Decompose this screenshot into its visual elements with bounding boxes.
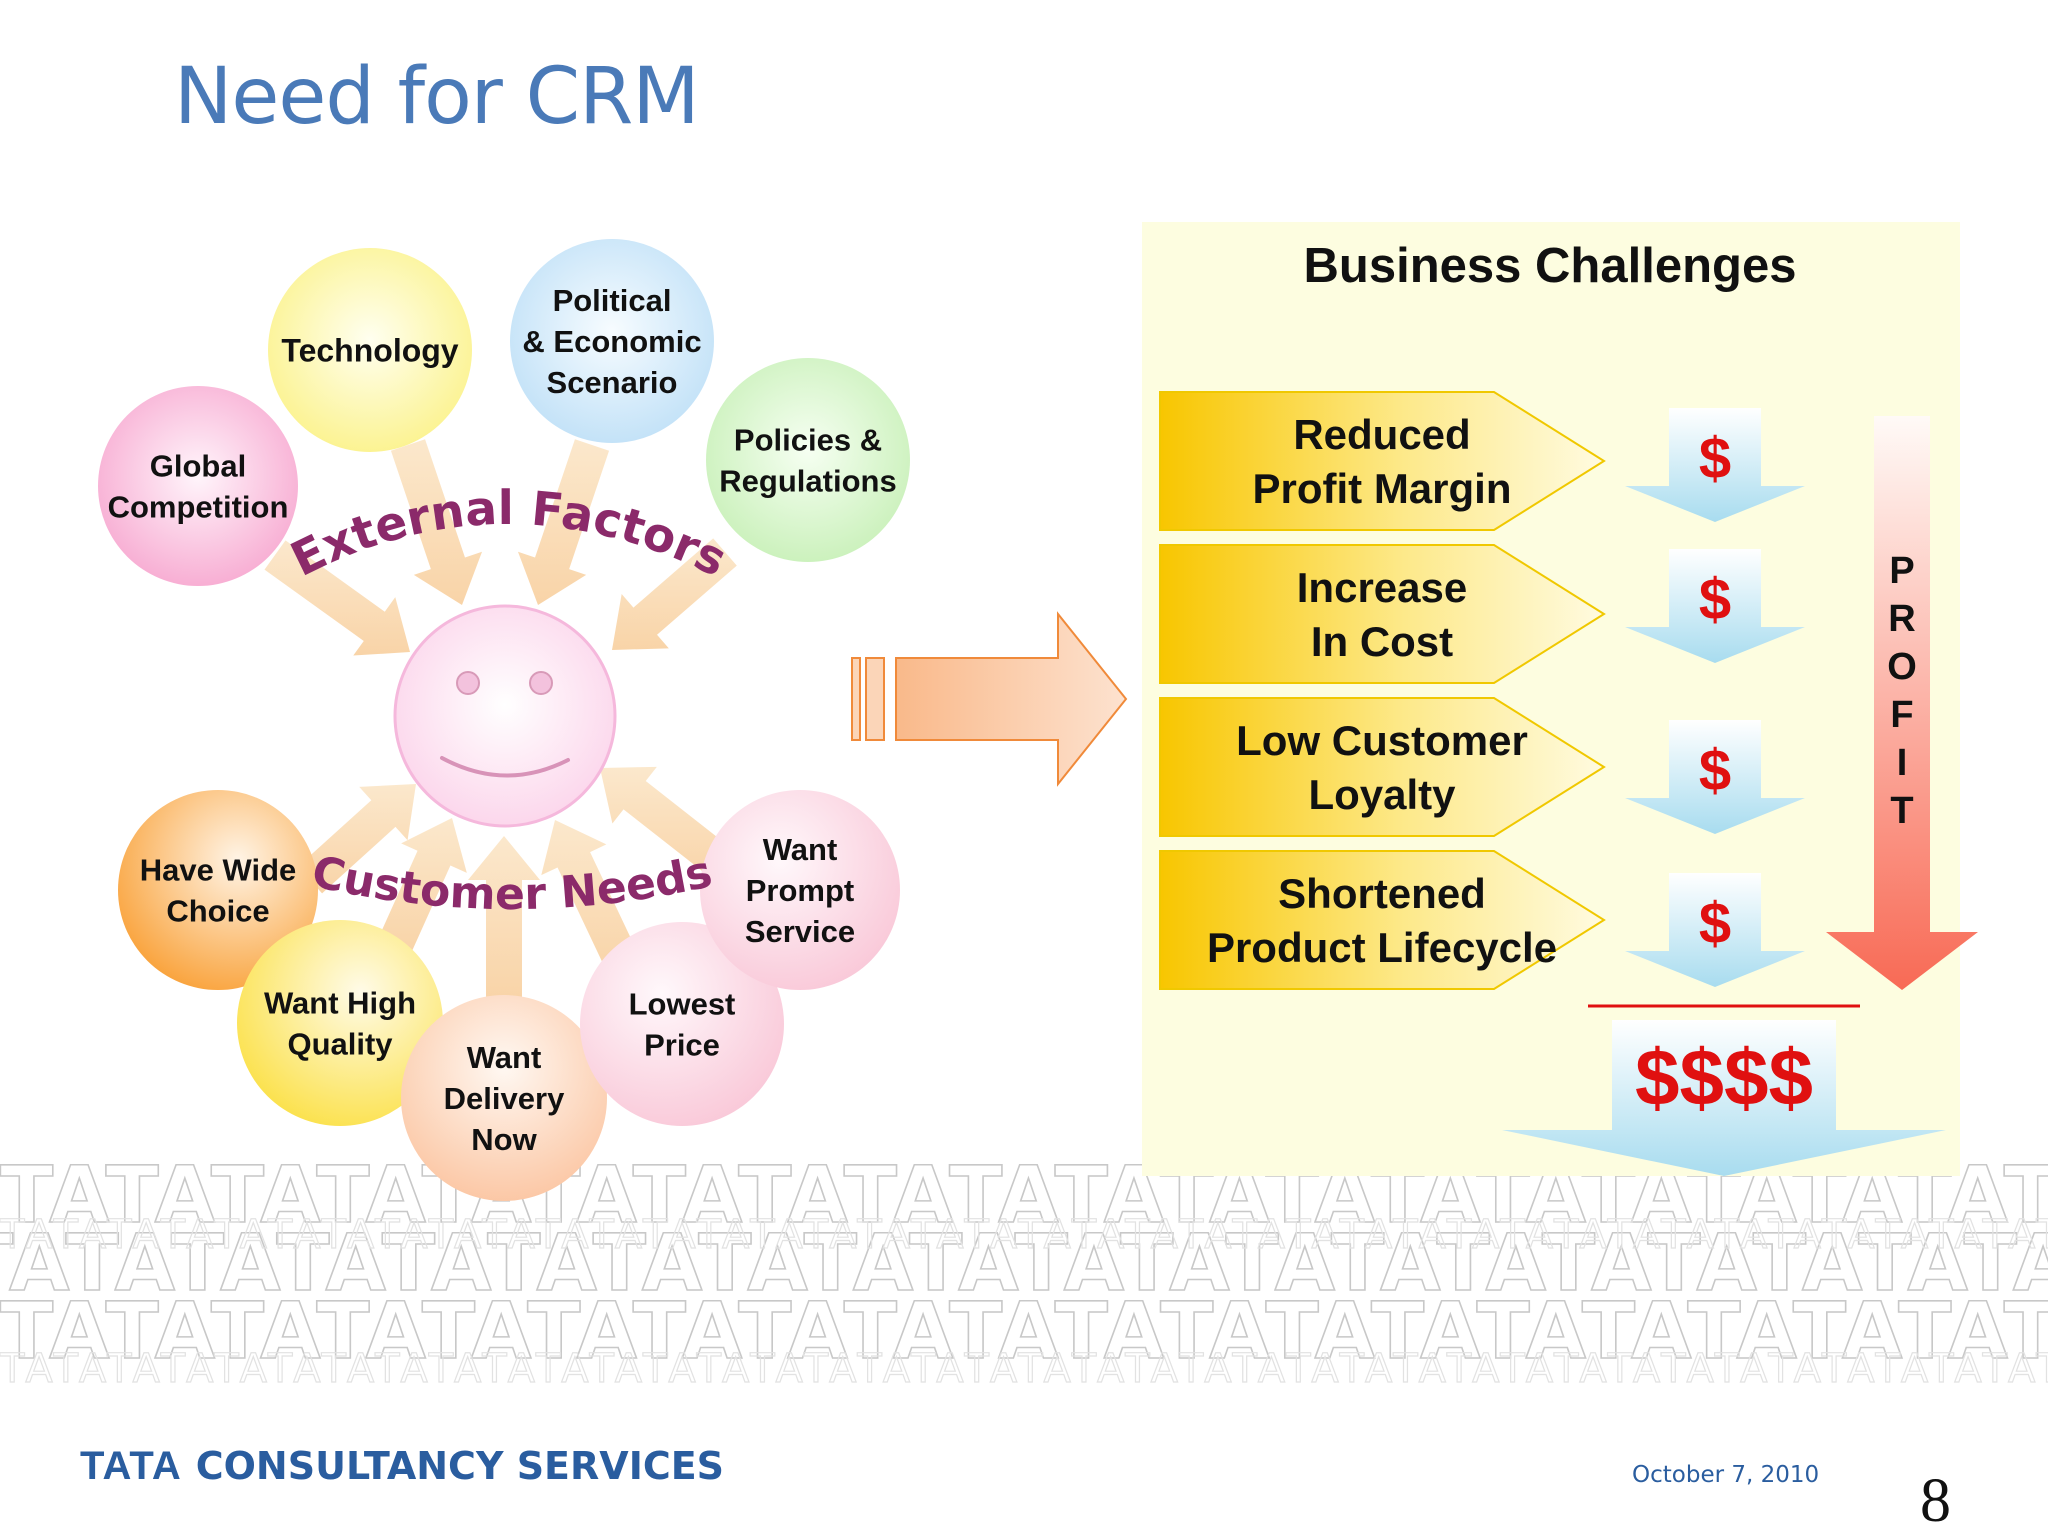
factor-arrow-icon (600, 766, 742, 885)
customer-need-label: Want (763, 832, 838, 867)
profit-letter: O (1887, 646, 1917, 688)
external-factor-label: Technology (281, 333, 458, 369)
customer-need-label: Delivery (444, 1081, 565, 1116)
customer-need-label: Service (745, 914, 855, 949)
factor-circle (98, 386, 298, 586)
customer-need-label: Choice (166, 894, 269, 929)
factor-arrow-icon (390, 439, 483, 605)
transition-arrow-icon (851, 611, 1128, 787)
slide-title: Need for CRM (174, 52, 700, 142)
watermark-row-faint: TATATATATATATATATATATATATATATATATATATATA… (0, 1346, 2048, 1392)
business-challenges-heading: Business Challenges (1304, 239, 1797, 293)
tata-watermark-band: TATATATATATATATATATATATATATATATATATATATA… (0, 1150, 2048, 1392)
factor-arrow-icon (612, 538, 737, 650)
factor-circle (510, 239, 714, 443)
dollar-down-arrow-icon: $ (1625, 408, 1805, 522)
dollar-symbol: $ (1699, 567, 1731, 632)
profit-letter: T (1890, 790, 1913, 832)
profit-letter: P (1889, 550, 1914, 592)
customer-need-label: Want (467, 1040, 542, 1075)
factor-arrow-icon (517, 439, 610, 605)
external-factor-bubble: Technology (268, 248, 472, 452)
profit-letter: R (1888, 598, 1915, 640)
need-circle (118, 790, 318, 990)
need-circle (700, 790, 900, 990)
dollar-symbol: $ (1699, 891, 1731, 956)
customer-need-label: Prompt (746, 873, 855, 908)
factor-circle (706, 358, 910, 562)
need-circle (401, 995, 607, 1201)
customer-face-icon (393, 604, 617, 828)
dollar-symbol: $ (1699, 738, 1731, 803)
customer-need-label: Price (644, 1028, 720, 1063)
page-number: 8 (1920, 1467, 1951, 1535)
challenge-label: Profit Margin (1253, 465, 1512, 512)
need-circle (237, 920, 443, 1126)
customer-need-label: Now (471, 1122, 537, 1157)
company-logo: TATA CONSULTANCY SERVICES (80, 1444, 724, 1489)
factor-arrow-icon (468, 836, 540, 1000)
external-factor-label: Political (553, 283, 672, 318)
dollar-down-arrow-icon: $ (1625, 720, 1805, 834)
factor-arrow-icon (297, 784, 416, 894)
total-down-arrow-icon: $$$$ (1502, 1020, 1946, 1176)
external-factor-label: Policies & (734, 423, 882, 458)
dollar-symbol: $ (1699, 426, 1731, 491)
watermark-row: TATATATATATATATATATATATATATATATATATATATA (0, 1219, 2048, 1309)
challenge-label: Low Customer (1236, 717, 1528, 764)
watermark-row-faint: TATATATATATATATATATATATATATATATATATATATA… (0, 1212, 2048, 1258)
factor-arrow-icon (378, 818, 467, 953)
profit-letter: F (1890, 694, 1913, 736)
external-factor-bubble: Policies & Regulations (706, 358, 910, 562)
challenge-chevron: Increase In Cost (1159, 544, 1606, 684)
challenge-label: In Cost (1311, 618, 1453, 665)
factor-circle (268, 248, 472, 452)
factor-arrow-icon (541, 820, 642, 976)
challenge-label: Increase (1297, 564, 1467, 611)
external-factor-label: Regulations (719, 464, 896, 499)
external-factors-heading: External Factors (283, 481, 735, 588)
customer-need-label: Quality (287, 1027, 393, 1062)
dollar-down-arrow-icon: $ (1625, 549, 1805, 663)
customer-need-label: Lowest (629, 987, 736, 1022)
external-factor-label: Global (150, 449, 246, 484)
total-dollar-symbol: $$$$ (1635, 1033, 1813, 1122)
slide-date: October 7, 2010 (1632, 1462, 1820, 1488)
need-circle (580, 922, 784, 1126)
dollar-down-arrow-icon: $ (1625, 873, 1805, 987)
challenge-label: Shortened (1278, 870, 1486, 917)
company-name: CONSULTANCY SERVICES (195, 1444, 725, 1488)
customer-need-label: Have Wide (140, 853, 297, 888)
challenge-label: Product Lifecycle (1207, 924, 1557, 971)
external-factor-label: & Economic (522, 324, 701, 359)
watermark-row: TATATATATATATATATATATATATATATATATATATATA (0, 1287, 2048, 1377)
tata-logo-mark: TATA (80, 1444, 182, 1488)
factor-arrow-icon (264, 540, 410, 656)
external-factor-label: Competition (108, 490, 289, 525)
external-factor-label: Scenario (547, 365, 678, 400)
challenge-label: Reduced (1293, 411, 1470, 458)
profit-letter: I (1897, 742, 1908, 784)
challenge-label: Loyalty (1308, 771, 1456, 818)
customer-need-label: Want High (264, 986, 416, 1021)
